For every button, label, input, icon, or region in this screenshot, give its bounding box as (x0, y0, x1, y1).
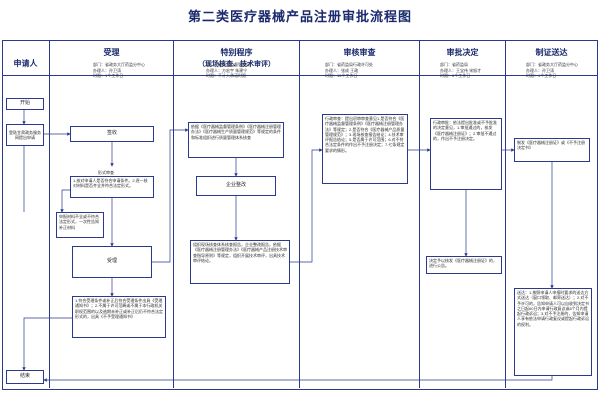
lane-applicant (2, 76, 50, 388)
header-delivery: 制证送达 (506, 40, 597, 76)
header-review-label: 审核审查 (343, 48, 376, 57)
decision-out-node: 决定予以核发《医疗器械注册证》的，进行公告。 (426, 256, 502, 274)
tech-review-node: 依据《医疗器械监督管理条例》《医疗器械注册管理办法》《医疗器械生产质量管理规范》… (188, 122, 284, 158)
info-decision: 部门：省药监局 办理人：王宝伟 宋振才 时限：5个工作日 (440, 62, 482, 78)
submit-node: 登陆甘肃政务服务网提出申请 (6, 124, 44, 146)
delivery-node: 送达：1.按照申请人申报时要求的送达方式送达（窗口领取、邮寄送达）；2.对不予许… (514, 288, 592, 376)
header-applicant: 申请人 (2, 40, 50, 76)
header-delivery-label: 制证送达 (535, 48, 568, 57)
formal-review-label: 形式审查 (98, 170, 114, 175)
header-review: 审核审查 (300, 40, 420, 76)
lane-decision (420, 76, 506, 388)
header-applicant-label: 申请人 (13, 59, 38, 68)
receive-node: 签收 (70, 126, 154, 142)
incomplete-node: 申报材料不全或不符合法定形式，一次性告知补正材料 (56, 212, 104, 238)
accept-notice-node: 1.符合受理条件或补正后符合受理条件出具《受理通知书》；2.不属于许可范畴或不属… (72, 296, 166, 338)
info-review: 部门：省药监局行政许可处 办理人：张成 王政 时限：15个工作日 (325, 62, 373, 78)
header-special: 特别程序 （现场核查、技术审评） (174, 40, 300, 76)
header-accept: 受理 (50, 40, 174, 76)
formal-review-node: 1.核对申请人是否符合申请条件。2.逐一核对材料是否齐全并符合法定形式。 (70, 176, 154, 198)
header-decision: 审批决定 (420, 40, 506, 76)
header-special-label: 特别程序 (220, 48, 253, 57)
info-special: 部门：省药品监督管理局 办理人：方宏宇 朱建宁 时限：不计入承诺时限 (206, 62, 250, 78)
lane-review (300, 76, 420, 388)
accepted-node: 受理 (72, 246, 152, 278)
start-node: 开始 (6, 98, 44, 110)
issue-node: 制发《医疗器械注册证》或《不予注册决定书》 (514, 138, 590, 162)
rectify-node: 企业整改 (196, 176, 276, 196)
header-special-sub: （现场核查、技术审评） (198, 61, 275, 68)
end-node: 结束 (6, 370, 44, 384)
header-accept-label: 受理 (103, 48, 120, 57)
special-result-node: 组织现场核查体系核查报告，企业整改报告，依据《医疗器械注册管理办法》《医疗器械产… (190, 240, 290, 284)
flowchart-frame (2, 40, 598, 390)
info-accept: 部门：省政务大厅药监分中心 办理人：孙卫涛 时限：1个工作日 (93, 62, 145, 78)
info-delivery: 部门：省政务大厅药监分中心 办理人：孙卫涛 时限：1个工作日 (526, 62, 578, 78)
lane-special (174, 76, 300, 388)
page-title: 第二类医疗器械产品注册审批流程图 (187, 9, 412, 24)
lane-accept (50, 76, 174, 388)
header-decision-label: 审批决定 (446, 48, 479, 57)
decision-node: 行政审批：依法提出批准或不予批准的决定意见，1.审批通过的，核发《医疗器械注册证… (430, 118, 502, 190)
review-node: 行政审查：提出初审审查意见1.是否符合《医疗器械监督管理条例》《医疗器械注册管理… (322, 114, 408, 184)
